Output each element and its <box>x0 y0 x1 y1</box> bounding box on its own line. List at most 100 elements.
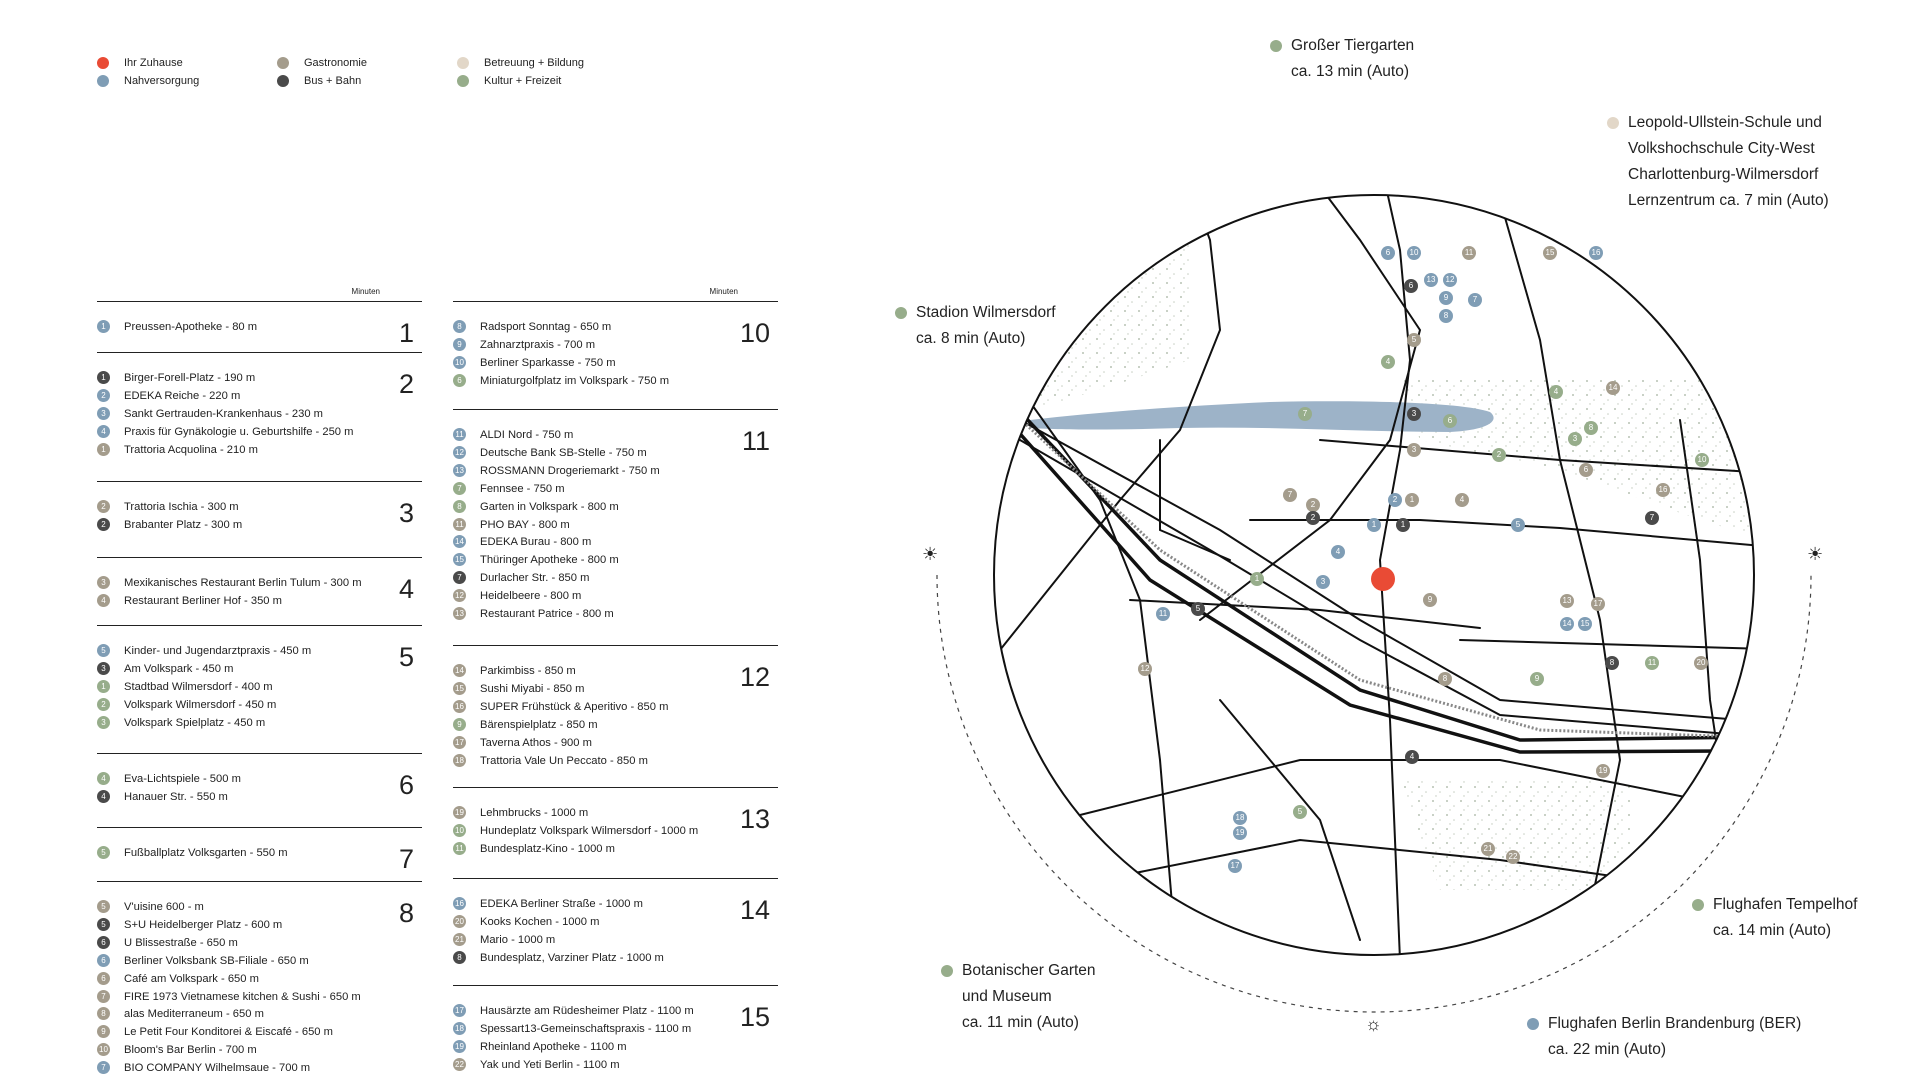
item-label: V'uisine 600 - m <box>124 901 204 913</box>
map-poi-marker: 1 <box>1250 572 1264 586</box>
destination-line: und Museum <box>962 988 1052 1005</box>
destination-line: ca. 14 min (Auto) <box>1713 922 1832 939</box>
map-poi-marker: 15 <box>1543 246 1557 260</box>
item-badge: 2 <box>97 517 110 531</box>
map-poi-marker: 6 <box>1443 414 1457 428</box>
destination-line: Flughafen Berlin Brandenburg (BER) <box>1548 1015 1802 1032</box>
item-badge: 19 <box>453 1039 466 1053</box>
sunset-icon: ☀ <box>1807 544 1824 564</box>
map-poi-marker: 9 <box>1439 291 1453 305</box>
map-poi-marker: 7 <box>1283 488 1297 502</box>
item-badge: 5 <box>97 917 110 931</box>
minutes-number: 6 <box>398 770 414 800</box>
minutes-number: 5 <box>398 642 414 672</box>
item-label: Lehmbrucks - 1000 m <box>480 807 589 819</box>
item-badge: 4 <box>97 789 110 803</box>
item-badge: 10 <box>453 823 466 837</box>
map-poi-marker: 5 <box>1511 518 1525 532</box>
item-label: Am Volkspark - 450 m <box>124 662 234 675</box>
item-badge: 8 <box>453 950 466 964</box>
item-label: Praxis für Gynäkologie u. Geburtshilfe -… <box>124 425 354 438</box>
map-poi-marker: 9 <box>1423 593 1437 607</box>
destination-dot <box>1607 117 1619 129</box>
item-badge: 12 <box>453 445 466 459</box>
item-label: PHO BAY - 800 m <box>480 518 570 531</box>
map-poi-marker: 15 <box>1578 617 1592 631</box>
item-badge: 15 <box>453 681 466 695</box>
map-poi-marker: 16 <box>1589 246 1603 260</box>
item-label: Fennsee - 750 m <box>480 482 565 495</box>
map-poi-marker: 8 <box>1439 309 1453 323</box>
map-poi-marker: 11 <box>1645 656 1659 670</box>
legend-label: Bus + Bahn <box>304 75 362 87</box>
legend-label: Kultur + Freizeit <box>484 75 562 87</box>
sun-icon: ☼ <box>1365 1014 1382 1034</box>
legend-dot <box>277 75 289 87</box>
minutes-number: 15 <box>739 1002 770 1032</box>
minutes-number: 3 <box>398 498 414 528</box>
item-label: U Blissestraße - 650 m <box>124 936 238 949</box>
item-badge: 6 <box>453 373 466 387</box>
item-badge: 19 <box>453 806 466 819</box>
destination-line: Stadion Wilmersdorf <box>916 304 1056 321</box>
minutes-number: 10 <box>739 318 770 348</box>
home-marker <box>1371 567 1395 591</box>
item-label: Yak und Yeti Berlin - 1100 m <box>480 1058 620 1071</box>
legend-dot <box>97 57 109 69</box>
map-poi-marker: 8 <box>1438 672 1452 686</box>
item-label: ALDI Nord - 750 m <box>480 429 574 441</box>
item-badge: 8 <box>453 499 466 513</box>
destination-dot <box>941 965 953 977</box>
item-badge: 3 <box>97 715 110 729</box>
destination-line: ca. 22 min (Auto) <box>1548 1041 1667 1058</box>
item-badge: 2 <box>97 388 110 402</box>
item-label: SUPER Frühstück & Aperitivo - 850 m <box>480 700 669 713</box>
item-label: Volkspark Wilmersdorf - 450 m <box>124 698 277 711</box>
item-badge: 15 <box>453 553 466 567</box>
item-label: Heidelbeere - 800 m <box>480 590 582 603</box>
item-label: Deutsche Bank SB-Stelle - 750 m <box>480 446 647 459</box>
map-poi-marker: 12 <box>1443 273 1457 287</box>
item-label: Volkspark Spielplatz - 450 m <box>124 716 266 729</box>
item-badge: 1 <box>97 442 110 456</box>
item-label: Sankt Gertrauden-Krankenhaus - 230 m <box>124 407 323 420</box>
map-poi-marker: 2 <box>1306 511 1320 525</box>
minutes-header: Minuten <box>709 287 738 296</box>
item-label: Kooks Kochen - 1000 m <box>480 915 600 928</box>
map-poi-marker: 1 <box>1396 518 1410 532</box>
item-label: Taverna Athos - 900 m <box>480 736 592 749</box>
item-badge: 13 <box>453 463 466 477</box>
map-poi-marker: 14 <box>1606 381 1620 395</box>
item-badge: 8 <box>453 320 466 333</box>
item-label: Hanauer Str. - 550 m <box>124 790 228 803</box>
destination-line: Großer Tiergarten <box>1291 37 1415 54</box>
park-area-volkspark <box>1400 380 1754 550</box>
item-label: FIRE 1973 Vietnamese kitchen & Sushi - 6… <box>124 990 361 1003</box>
legend-label: Nahversorgung <box>124 75 200 87</box>
item-label: EDEKA Burau - 800 m <box>480 536 592 549</box>
item-label: Trattoria Vale Un Peccato - 850 m <box>480 754 648 767</box>
item-label: Stadtbad Wilmersdorf - 400 m <box>124 680 273 693</box>
item-label: Berliner Sparkasse - 750 m <box>480 356 616 369</box>
map-poi-marker: 5 <box>1191 602 1205 616</box>
item-label: alas Mediterraneum - 650 m <box>124 1008 264 1021</box>
item-badge: 13 <box>453 607 466 620</box>
item-badge: 3 <box>97 406 110 420</box>
destination-line: Flughafen Tempelhof <box>1713 896 1858 913</box>
item-badge: 18 <box>453 753 466 767</box>
item-label: Restaurant Berliner Hof - 350 m <box>124 594 282 607</box>
destination-line: Volkshochschule City-West <box>1628 140 1815 157</box>
item-badge: 11 <box>453 428 466 441</box>
map-poi-marker: 2 <box>1306 498 1320 512</box>
item-label: ROSSMANN Drogeriemarkt - 750 m <box>480 464 660 477</box>
map-poi-marker: 10 <box>1407 246 1421 260</box>
item-label: Restaurant Patrice - 800 m <box>480 608 614 620</box>
